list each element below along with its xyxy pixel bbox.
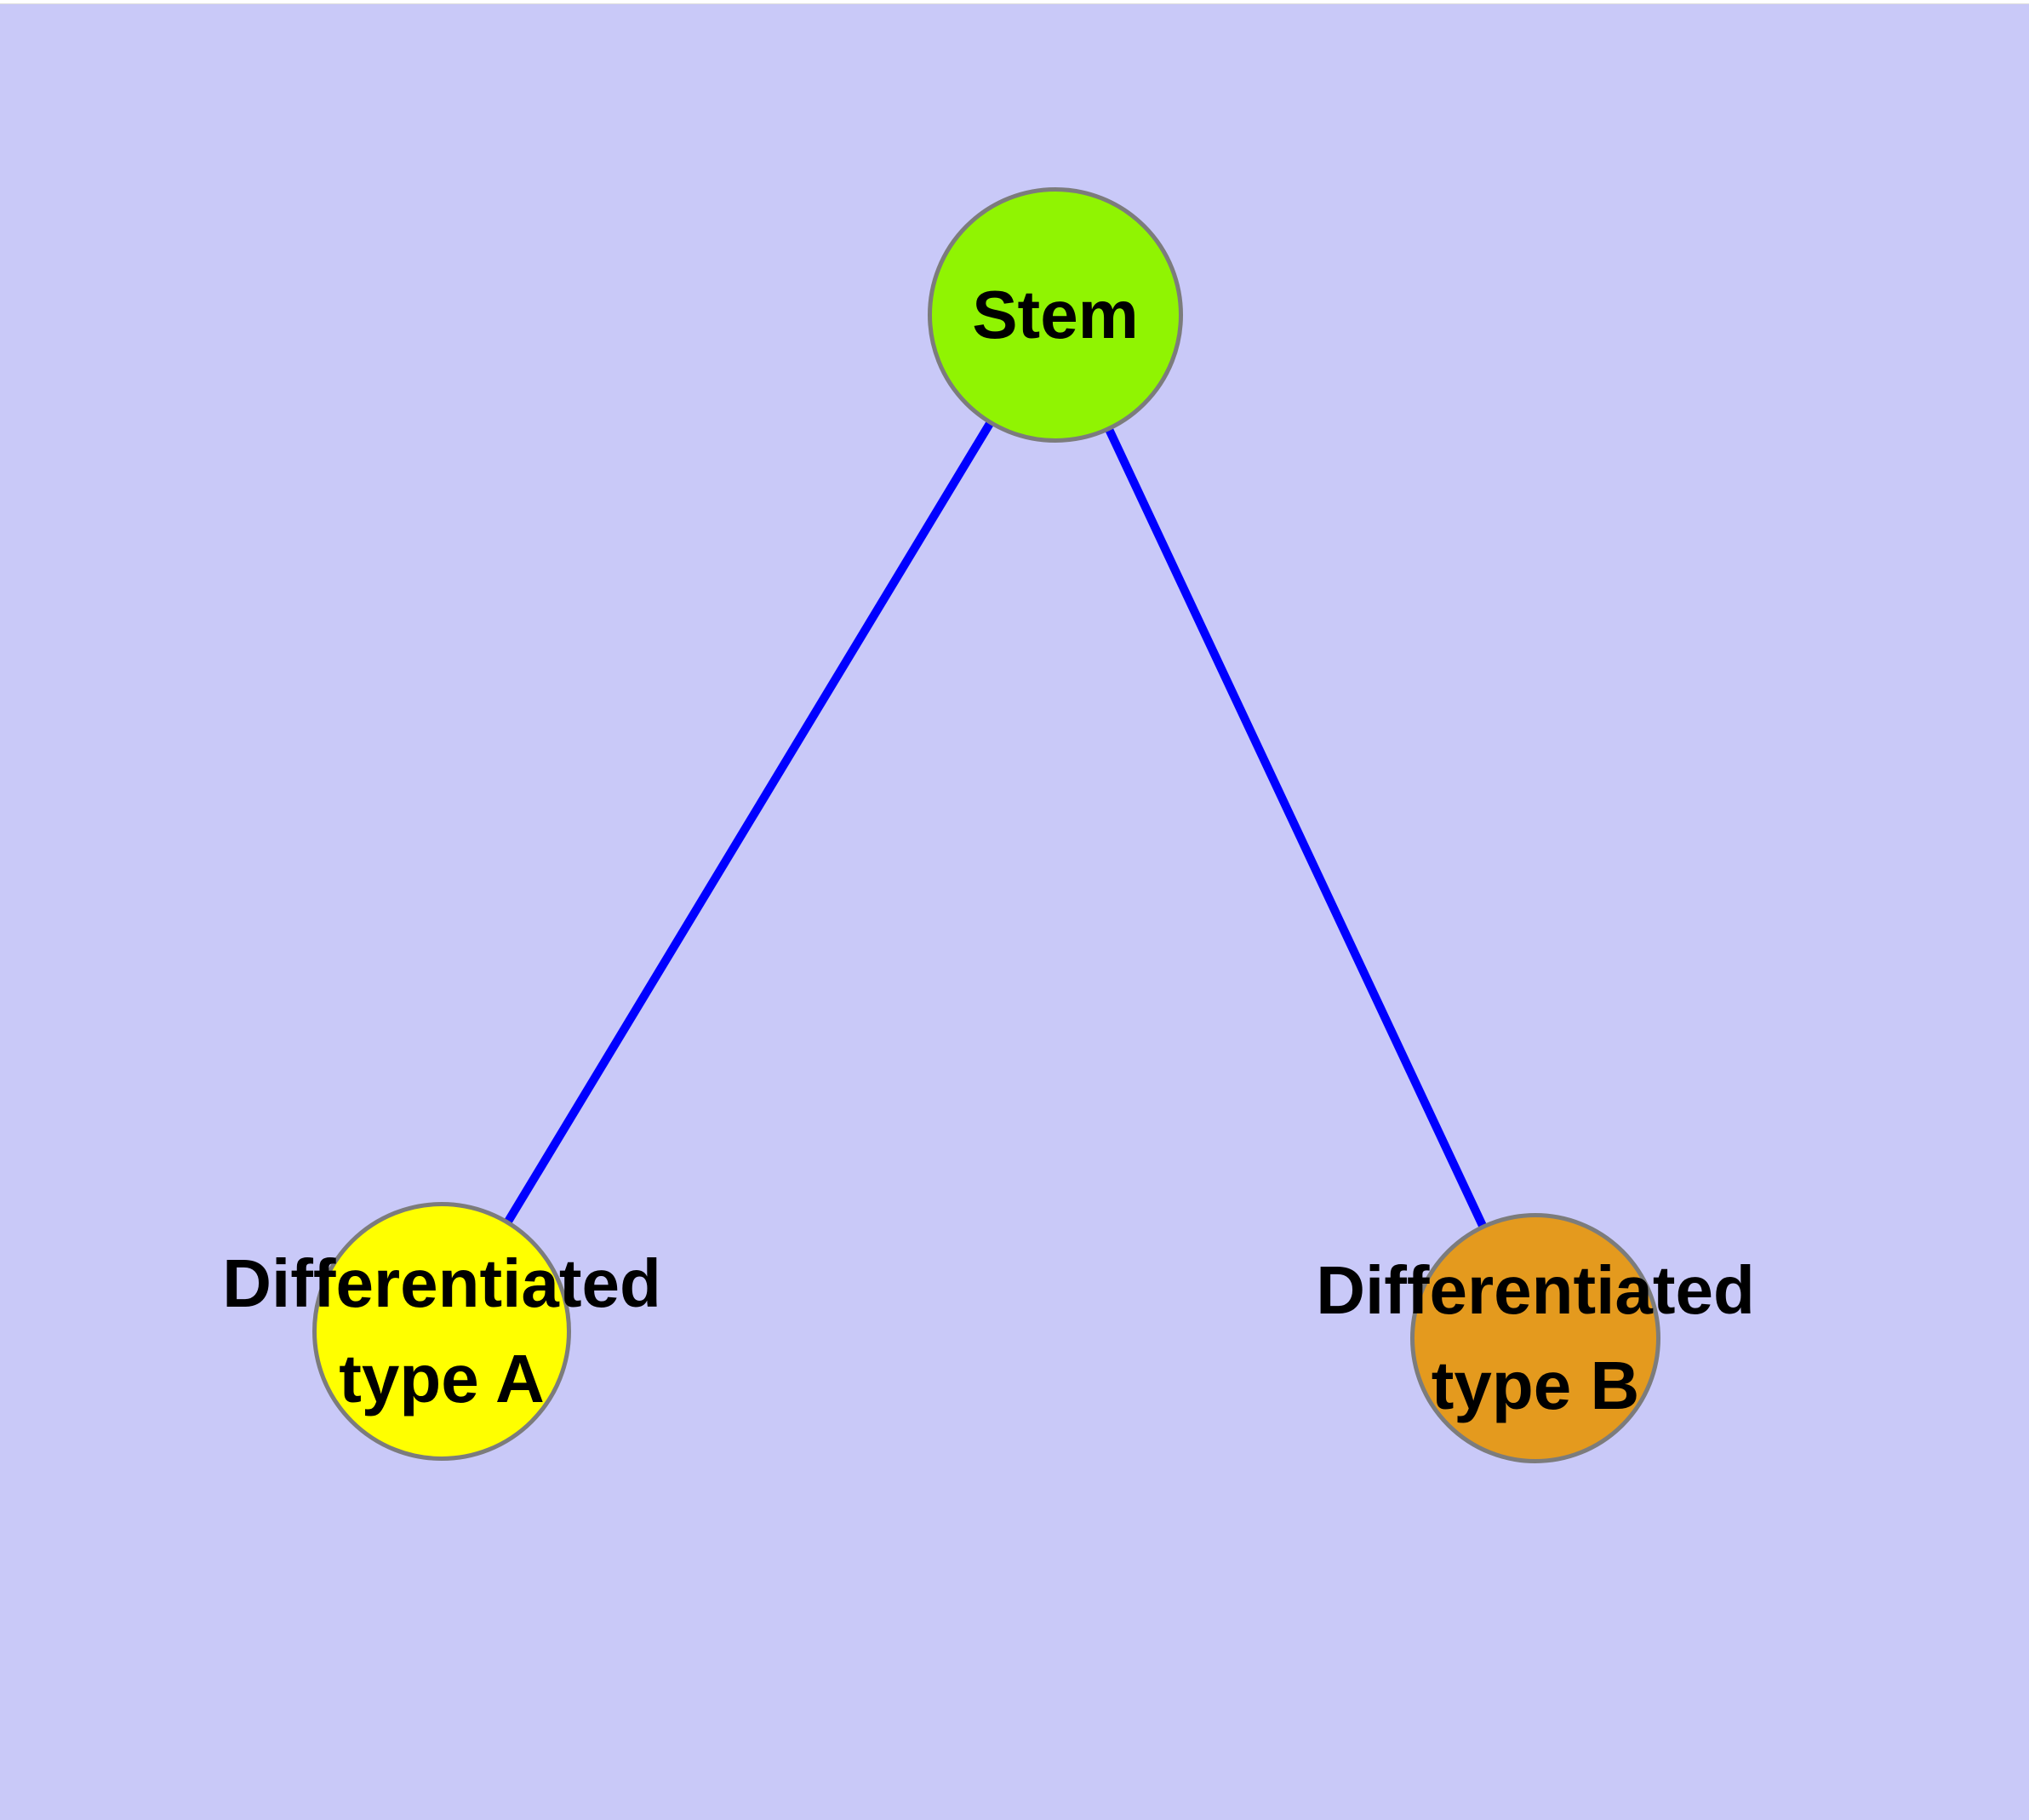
node-stem-label: Stem bbox=[972, 267, 1139, 363]
node-type-a-label-line1: Differentiated bbox=[222, 1245, 661, 1321]
node-stem: Stem bbox=[928, 187, 1183, 443]
node-type-b-label: Differentiated type B bbox=[1316, 1243, 1755, 1434]
node-stem-label-line1: Stem bbox=[972, 277, 1139, 352]
node-type-a-label-line2: type A bbox=[339, 1341, 545, 1417]
node-differentiated-type-b: Differentiated type B bbox=[1316, 1213, 1755, 1463]
node-type-b-label-line1: Differentiated bbox=[1316, 1252, 1755, 1328]
edge-stem-to-type-b bbox=[1051, 312, 1540, 1341]
node-type-a-label: Differentiated type A bbox=[222, 1236, 661, 1427]
top-edge-highlight bbox=[0, 0, 2029, 4]
node-type-b-label-line2: type B bbox=[1431, 1348, 1640, 1423]
edge-stem-to-type-a bbox=[437, 312, 1060, 1334]
node-differentiated-type-a: Differentiated type A bbox=[222, 1202, 661, 1461]
